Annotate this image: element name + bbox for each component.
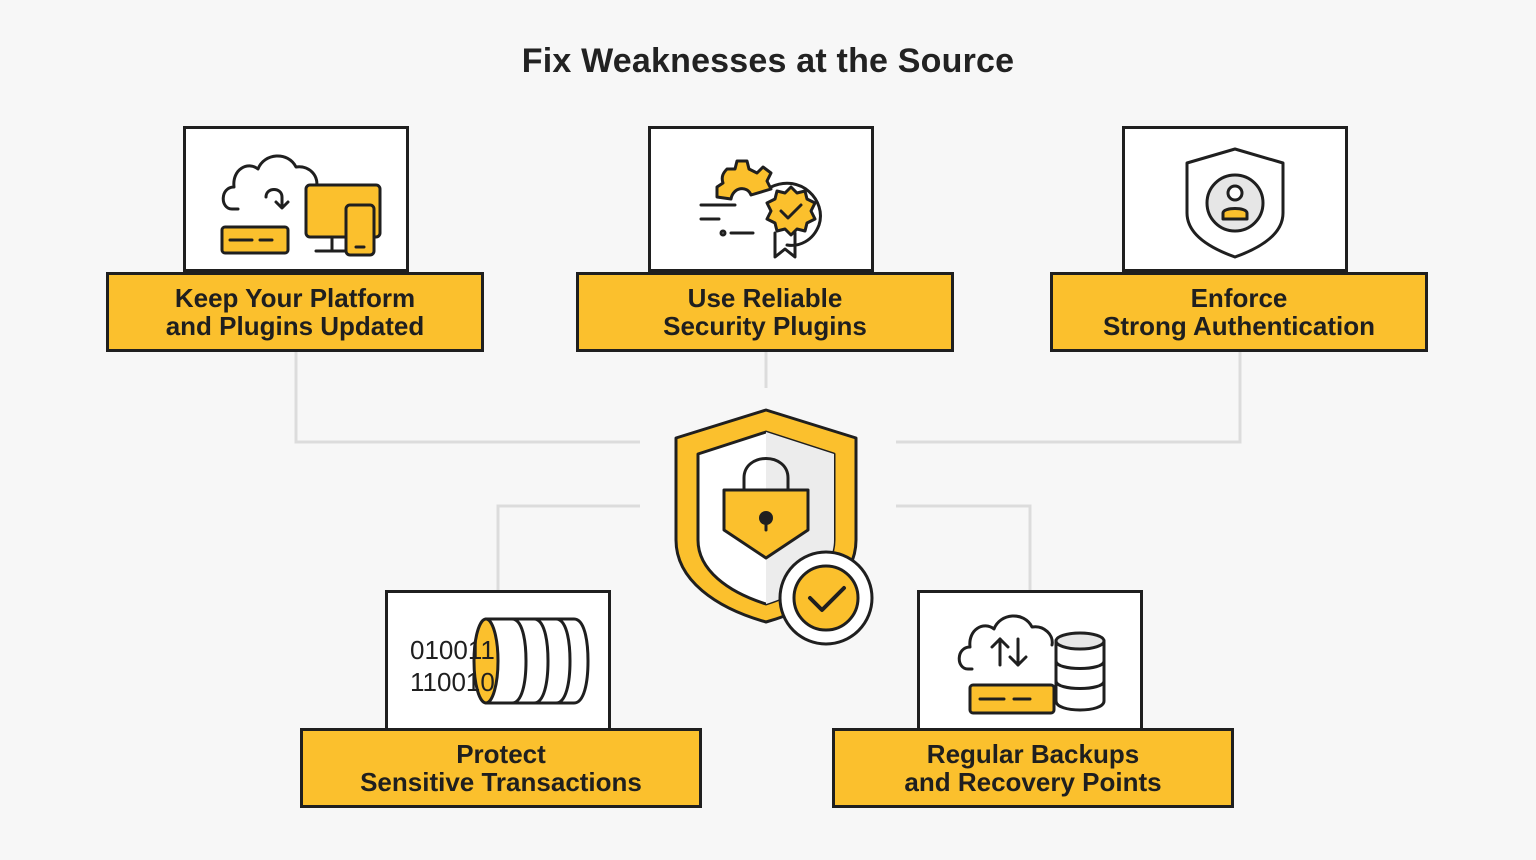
- page-title: Fix Weaknesses at the Source: [521, 42, 1015, 80]
- label-line: Keep Your Platform: [174, 283, 416, 313]
- lock-shield-check-icon: [674, 408, 874, 646]
- label-line: Sensitive Transactions: [360, 767, 642, 797]
- card-authentication: [1122, 126, 1348, 272]
- label-transactions: Protect Sensitive Transactions: [300, 728, 702, 808]
- label-authentication: Enforce Strong Authentication: [1050, 272, 1428, 352]
- label-line: Use Reliable: [687, 283, 843, 313]
- label-line: and Recovery Points: [904, 767, 1162, 797]
- label-line: Strong Authentication: [1102, 311, 1375, 341]
- binary-text: 010011: [410, 635, 495, 665]
- card-backups: [917, 590, 1143, 736]
- user-shield-icon: [1185, 147, 1285, 259]
- label-line: Enforce: [1190, 283, 1288, 313]
- label-line: and Plugins Updated: [165, 311, 425, 341]
- card-security-plugins: [648, 126, 874, 272]
- label-security-plugins: Use Reliable Security Plugins: [576, 272, 954, 352]
- card-transactions: 010011 110010: [385, 590, 611, 736]
- label-line: Security Plugins: [663, 311, 867, 341]
- cloud-database-backup-icon: [957, 614, 1106, 715]
- binary-text: 110010: [410, 667, 495, 697]
- gear-badge-icon: [699, 159, 822, 259]
- label-line: Regular Backups: [926, 739, 1140, 769]
- label-backups: Regular Backups and Recovery Points: [832, 728, 1234, 808]
- label-line: Protect: [456, 739, 546, 769]
- label-platform-updates: Keep Your Platform and Plugins Updated: [106, 272, 484, 352]
- cloud-sync-devices-icon: [220, 154, 382, 257]
- binary-data-cylinder-icon: 010011 110010: [410, 617, 590, 705]
- card-platform-updates: [183, 126, 409, 272]
